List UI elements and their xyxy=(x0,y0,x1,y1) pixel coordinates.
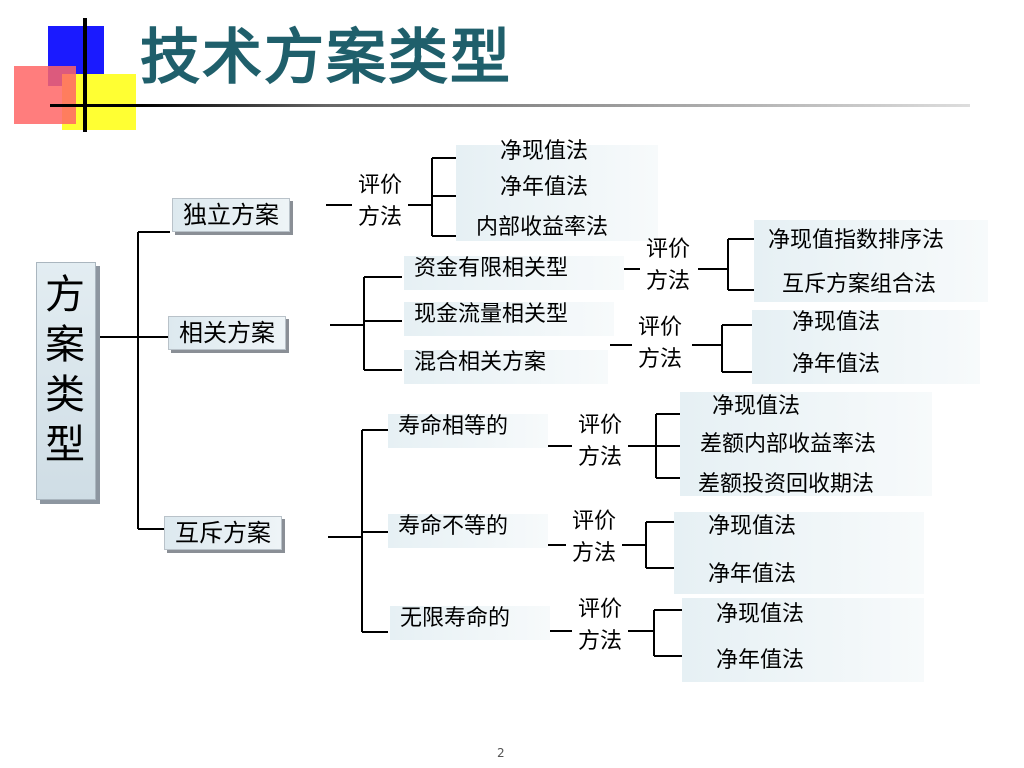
cashflow-methods-box: 净现值法 净年值法 xyxy=(752,310,980,384)
vertical-line-icon xyxy=(83,18,87,132)
list-item: 差额投资回收期法 xyxy=(698,472,875,497)
method-tag-unequal-life: 评价方法 xyxy=(571,509,616,566)
category-related: 相关方案 xyxy=(168,316,286,350)
independent-methods-box: 净现值法 净年值法 内部收益率法 xyxy=(456,139,658,241)
root-node-box xyxy=(36,262,96,500)
list-item: 净现值法 xyxy=(500,139,589,164)
related-type-cashflow: 现金流量相关型 xyxy=(404,302,614,336)
method-tag-equal-life: 评价方法 xyxy=(577,413,622,470)
horizontal-line-icon xyxy=(50,104,970,107)
related-type-mixed: 混合相关方案 xyxy=(404,350,608,384)
exclusive-type-unequal-life: 寿命不等的 xyxy=(388,514,548,548)
list-item: 净现值法 xyxy=(792,310,881,335)
page-title: 技术方案类型 xyxy=(140,23,512,93)
related-type-capital-limited: 资金有限相关型 xyxy=(404,256,624,290)
root-node-label: 方案类型 xyxy=(45,272,85,468)
category-independent: 独立方案 xyxy=(172,198,290,232)
method-tag-capital-limited: 评价方法 xyxy=(645,237,690,294)
list-item: 净年值法 xyxy=(708,562,797,587)
infinite-life-methods-box: 净现值法 净年值法 xyxy=(682,598,924,682)
method-tag-cashflow: 评价方法 xyxy=(637,315,682,372)
list-item: 互斥方案组合法 xyxy=(782,272,937,297)
exclusive-type-infinite-life: 无限寿命的 xyxy=(390,606,550,640)
list-item: 内部收益率法 xyxy=(476,215,609,240)
method-tag-infinite-life: 评价方法 xyxy=(577,597,622,654)
list-item: 净年值法 xyxy=(716,648,805,673)
list-item: 净现值法 xyxy=(708,514,797,539)
page-number: 2 xyxy=(497,746,505,760)
unequal-life-methods-box: 净现值法 净年值法 xyxy=(674,512,924,594)
exclusive-type-equal-life: 寿命相等的 xyxy=(388,414,548,448)
method-tag-independent: 评价方法 xyxy=(357,173,402,230)
list-item: 净现值指数排序法 xyxy=(768,228,945,253)
list-item: 净年值法 xyxy=(792,352,881,377)
red-square-icon xyxy=(14,66,76,124)
list-item: 净现值法 xyxy=(712,394,801,419)
list-item: 净年值法 xyxy=(500,175,589,200)
capital-limited-methods-box: 净现值指数排序法 互斥方案组合法 xyxy=(754,220,988,302)
list-item: 净现值法 xyxy=(716,602,805,627)
category-exclusive: 互斥方案 xyxy=(164,516,282,550)
list-item: 差额内部收益率法 xyxy=(700,432,877,457)
equal-life-methods-box: 净现值法 差额内部收益率法 差额投资回收期法 xyxy=(680,392,932,497)
logo-decoration xyxy=(14,18,970,138)
